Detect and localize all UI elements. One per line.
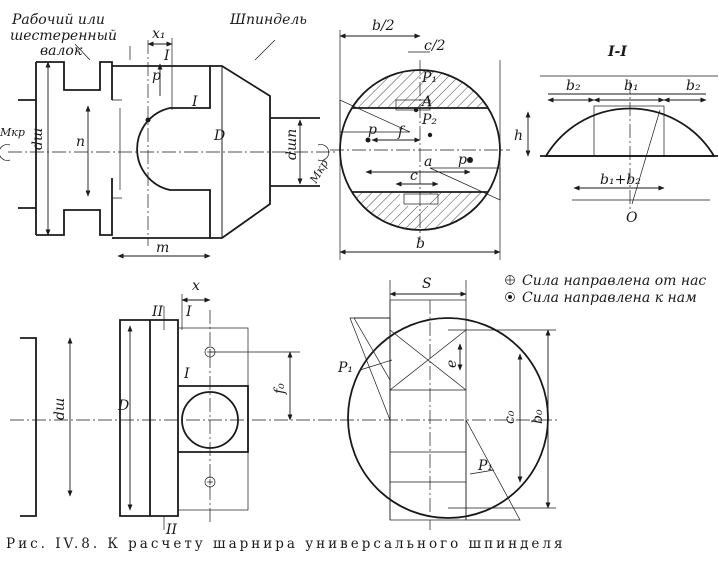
label-b-half: b/2 <box>372 18 395 34</box>
legend-away: Сила направлена от нас <box>522 273 706 289</box>
label-dshp: dшп <box>284 129 300 160</box>
label-spindle: Шпиндель <box>229 12 307 28</box>
label-I-top: I <box>163 48 170 64</box>
legend: Сила направлена от нас Сила направлена к… <box>505 273 706 306</box>
label-f: f <box>397 124 406 140</box>
legend-toward: Сила направлена к нам <box>522 290 697 306</box>
label-II-bot: II <box>165 522 178 538</box>
label-P1-bot: P₁ <box>477 458 493 474</box>
label-section: I-I <box>607 44 627 60</box>
label-II-top: II <box>151 304 164 320</box>
section-I-I <box>525 75 718 210</box>
label-A: A <box>420 94 432 110</box>
label-b0: b₀ <box>530 409 546 424</box>
label-n: n <box>76 134 85 150</box>
label-p-top: p <box>152 68 161 84</box>
label-dsh-top: dш <box>30 128 46 150</box>
label-b1: b₁ <box>624 78 639 94</box>
bottom-left-view <box>10 294 340 530</box>
label-working-roll: Рабочий или <box>11 12 105 28</box>
label-Mkr-right: Mкр <box>307 157 331 186</box>
label-f0: f₀ <box>272 383 288 395</box>
label-a: a <box>424 154 432 170</box>
label-I-bot: I <box>185 304 192 320</box>
label-P2: P₂ <box>421 112 437 128</box>
label-c0: c₀ <box>502 410 518 424</box>
label-c-half: c/2 <box>424 38 446 54</box>
label-c: c <box>410 168 418 184</box>
figure-caption: Рис. IV.8. К расчету шарнира универсальн… <box>6 536 566 552</box>
label-x: x <box>192 278 200 294</box>
label-dsh-bot: dш <box>52 398 68 420</box>
label-x1: x₁ <box>152 26 166 42</box>
label-b-bottom: b <box>416 236 425 252</box>
label-P1-mid: P₁ <box>337 360 353 376</box>
label-S: S <box>422 276 432 292</box>
label-I-bot2: I <box>183 366 190 382</box>
label-b2-right: b₂ <box>686 78 701 94</box>
label-working-roll-3: валок <box>40 43 83 59</box>
label-P1-top: P₁ <box>421 70 437 86</box>
bottom-circle-view <box>340 280 560 530</box>
label-p-left: p <box>368 122 377 138</box>
label-e: e <box>444 360 460 368</box>
label-b1-b2: b₁+b₂ <box>600 172 641 188</box>
label-p-right: p <box>458 152 467 168</box>
label-b2-left: b₂ <box>566 78 581 94</box>
label-m: m <box>156 240 169 256</box>
label-h: h <box>514 128 523 144</box>
top-left-view <box>0 38 335 259</box>
label-O: O <box>626 210 638 226</box>
label-D-bot: D <box>117 398 129 414</box>
label-D-top: D <box>213 128 225 144</box>
label-Mkr-left: Mкр <box>0 126 25 139</box>
top-circle-view <box>330 30 510 260</box>
label-I-mid: I <box>191 94 198 110</box>
label-working-roll-2: шестеренный <box>10 28 117 44</box>
